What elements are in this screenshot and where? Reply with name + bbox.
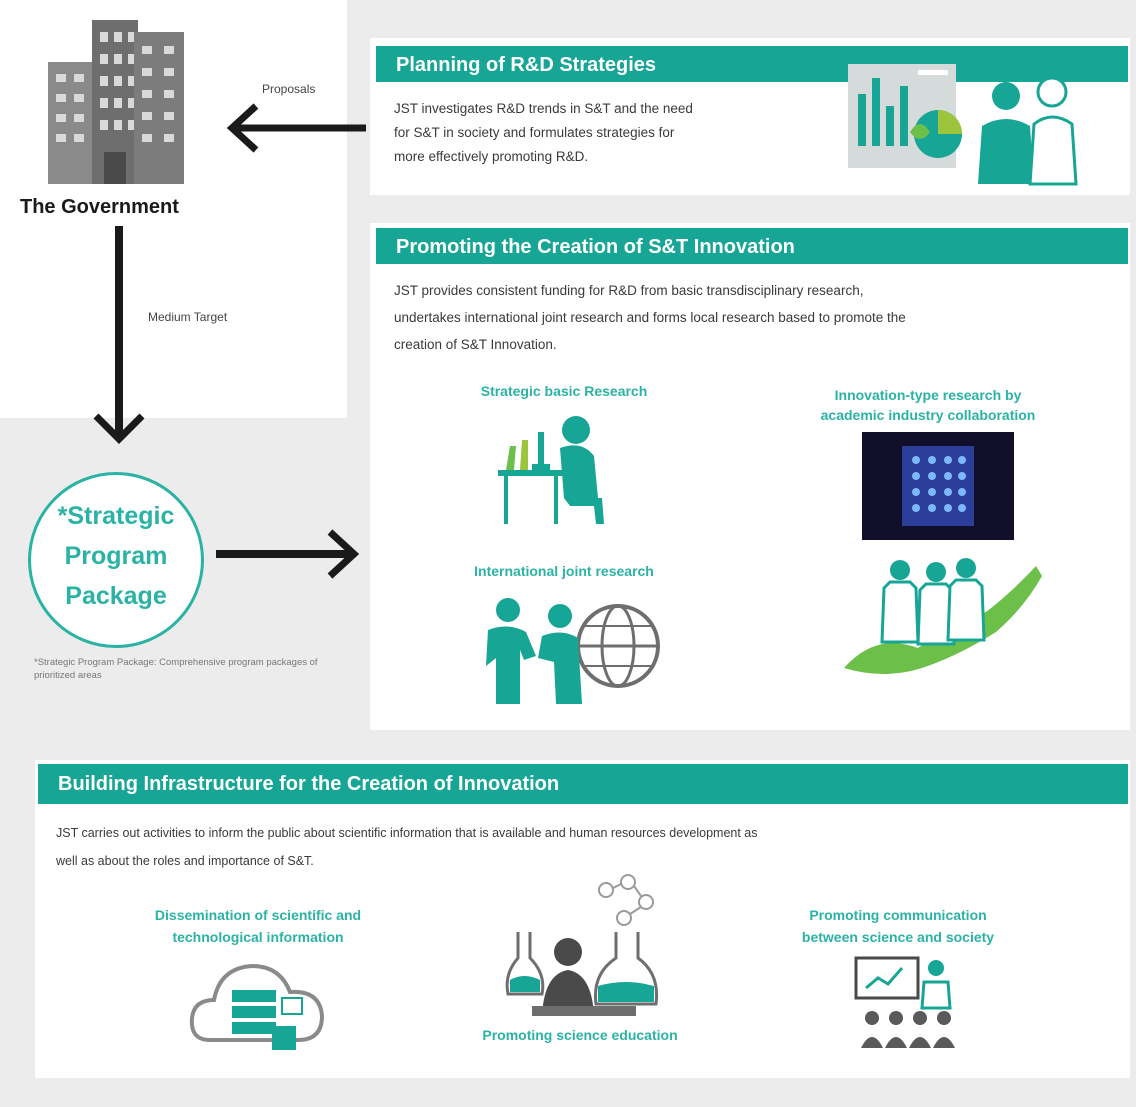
spp-line-2: Program: [64, 542, 168, 570]
infrastructure-panel: [35, 760, 1130, 1078]
promoting-line-1: JST provides consistent funding for R&D …: [394, 283, 864, 298]
researcher-microscope-icon: [498, 416, 604, 524]
spp-line-1: *Strategic: [57, 502, 175, 530]
planning-line-3: more effectively promoting R&D.: [394, 149, 589, 164]
spp-to-promoting-arrow: [216, 529, 360, 579]
infrastructure-line-1: JST carries out activities to inform the…: [56, 826, 758, 840]
international-joint-research-label: International joint research: [474, 563, 654, 579]
spp-footnote: *Strategic Program Package: Comprehensiv…: [34, 657, 318, 681]
presentation-audience-icon: [854, 956, 955, 1048]
science-education-label: Promoting science education: [482, 1027, 678, 1043]
planning-title: Planning of R&D Strategies: [376, 46, 1128, 82]
innovation-type-research-label-1: Innovation-type research by: [834, 387, 1022, 403]
planning-line-1: JST investigates R&D trends in S&T and t…: [394, 101, 693, 116]
medium-target-arrow: [93, 226, 145, 444]
strategy-planning-icon: [848, 64, 1078, 186]
planning-line-2: for S&T in society and formulates strate…: [394, 125, 675, 140]
dissemination-label-2: technological information: [172, 929, 344, 945]
glowing-chip-image: [862, 432, 1014, 540]
proposals-arrow: [226, 103, 366, 153]
proposals-label: Proposals: [262, 82, 316, 96]
medium-target-label: Medium Target: [148, 310, 228, 324]
promoting-line-3: creation of S&T Innovation.: [394, 337, 557, 352]
promoting-line-2: undertakes international joint research …: [394, 310, 906, 325]
communication-label-2: between science and society: [801, 929, 995, 945]
dissemination-label-1: Dissemination of scientific and: [154, 907, 362, 923]
strategic-program-package-circle: [28, 472, 204, 648]
infrastructure-title: Building Infrastructure for the Creation…: [38, 764, 1128, 804]
communication-label-1: Promoting communication: [809, 907, 987, 923]
infrastructure-line-2: well as about the roles and importance o…: [56, 854, 314, 868]
handshake-globe-icon: [486, 598, 660, 704]
government-building-icon: [48, 20, 184, 184]
government-label: The Government: [20, 196, 179, 218]
cloud-server-icon: [189, 963, 325, 1050]
science-education-icon: [505, 874, 659, 1016]
spp-line-3: Package: [65, 582, 167, 610]
scientists-map-icon: [844, 558, 1042, 674]
strategic-basic-research-label: Strategic basic Research: [480, 383, 648, 399]
promoting-title: Promoting the Creation of S&T Innovation: [376, 228, 1128, 264]
innovation-type-research-label-2: academic industry collaboration: [820, 407, 1036, 423]
